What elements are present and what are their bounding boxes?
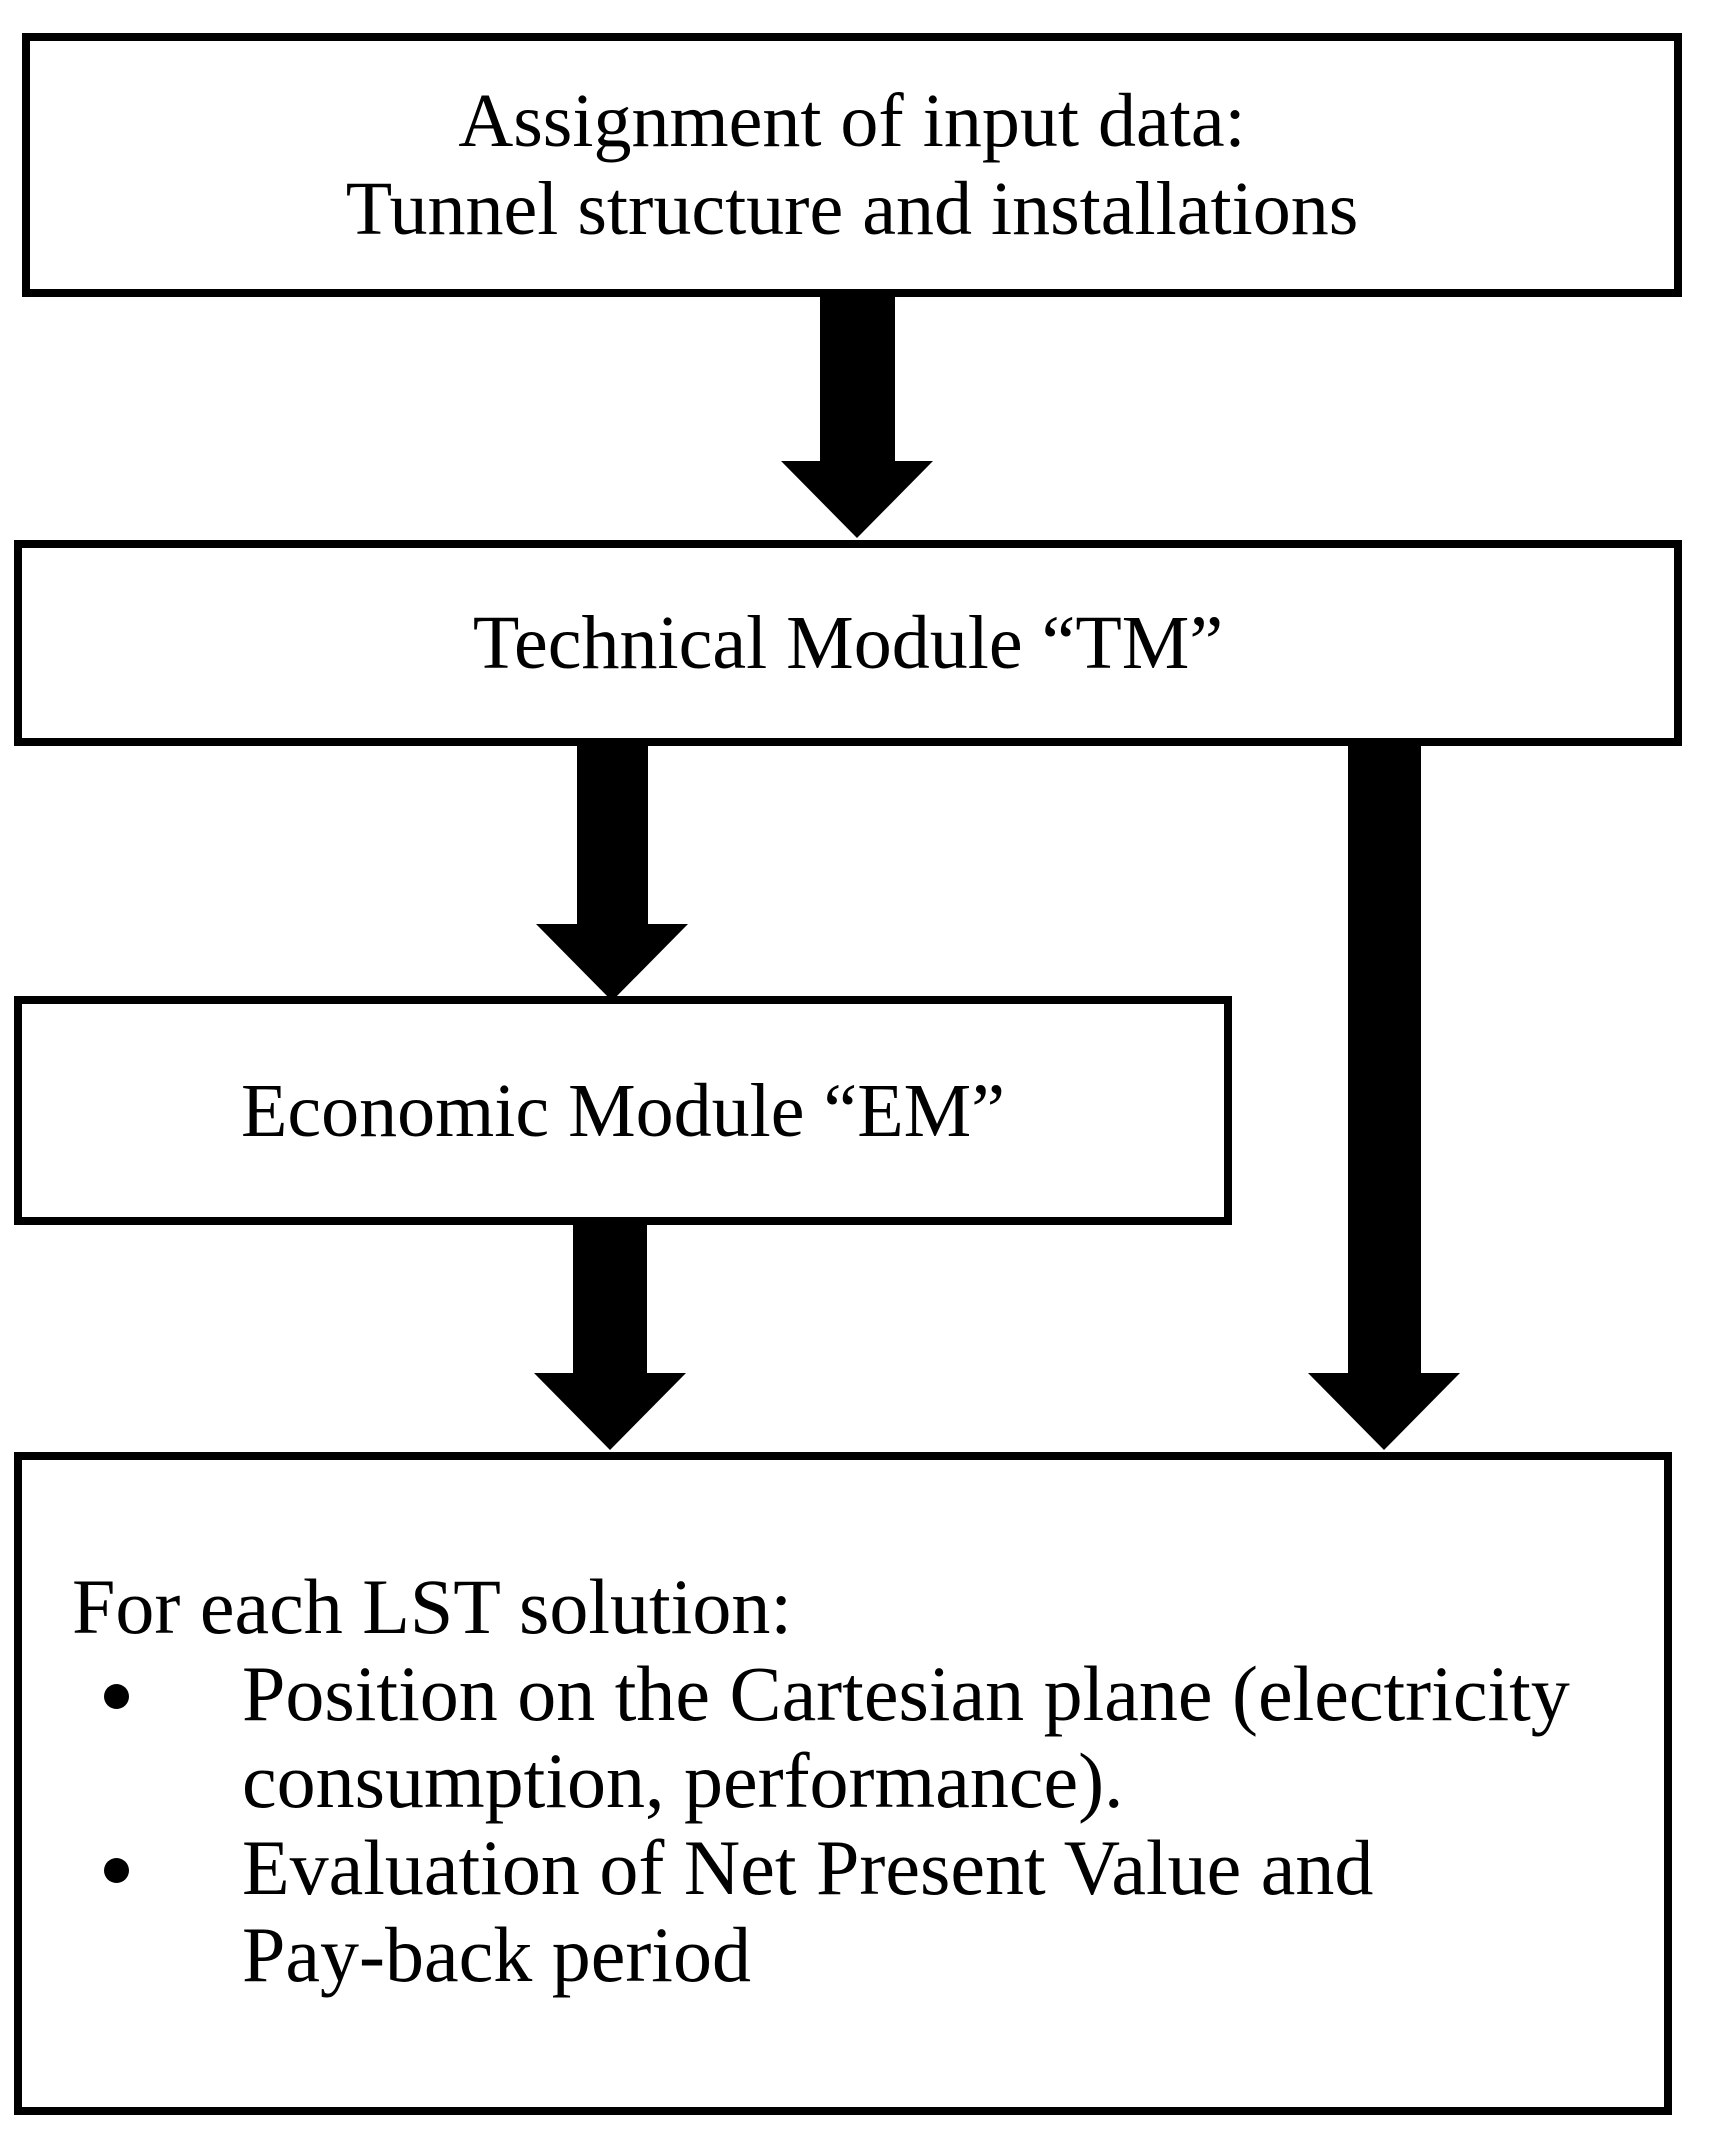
bullet1-line2: consumption, performance). — [242, 1737, 1124, 1824]
arrow-input-to-tm-head — [781, 461, 933, 538]
results-box-content: For each LST solution: Position on the C… — [22, 1460, 1664, 2107]
arrow-em-to-results-shaft — [573, 1224, 647, 1375]
results-title: For each LST solution: — [72, 1563, 793, 1650]
economic-module-box: Economic Module “EM” — [14, 996, 1232, 1225]
results-bullet-item-2: Evaluation of Net Present Value and Pay-… — [72, 1824, 1624, 1998]
results-box: For each LST solution: Position on the C… — [14, 1452, 1672, 2115]
bullet-dot-icon — [104, 1858, 129, 1883]
bullet-dot-icon — [104, 1684, 129, 1709]
bullet2-line1: Evaluation of Net Present Value and — [242, 1824, 1374, 1911]
arrow-tm-to-em-head — [536, 924, 688, 1001]
technical-module-box: Technical Module “TM” — [14, 540, 1682, 746]
input-data-box: Assignment of input data: Tunnel structu… — [22, 33, 1682, 297]
arrow-input-to-tm-shaft — [820, 295, 895, 462]
economic-module-label: Economic Module “EM” — [240, 1068, 1005, 1153]
input-data-line1: Assignment of input data: — [458, 79, 1246, 163]
arrow-em-to-results-head — [534, 1373, 686, 1450]
technical-module-label: Technical Module “TM” — [472, 601, 1224, 685]
input-data-box-text: Assignment of input data: Tunnel structu… — [346, 77, 1359, 253]
input-data-line2: Tunnel structure and installations — [345, 167, 1359, 251]
arrow-tm-to-results-shaft — [1348, 745, 1421, 1375]
arrow-tm-to-em-shaft — [577, 745, 648, 926]
arrow-tm-to-results-head — [1308, 1373, 1460, 1450]
results-bullet-list: Position on the Cartesian plane (electri… — [72, 1650, 1624, 1998]
bullet2-line2: Pay-back period — [242, 1911, 751, 1998]
bullet1-line1: Position on the Cartesian plane (electri… — [242, 1650, 1570, 1737]
results-bullet-item-1: Position on the Cartesian plane (electri… — [72, 1650, 1624, 1824]
